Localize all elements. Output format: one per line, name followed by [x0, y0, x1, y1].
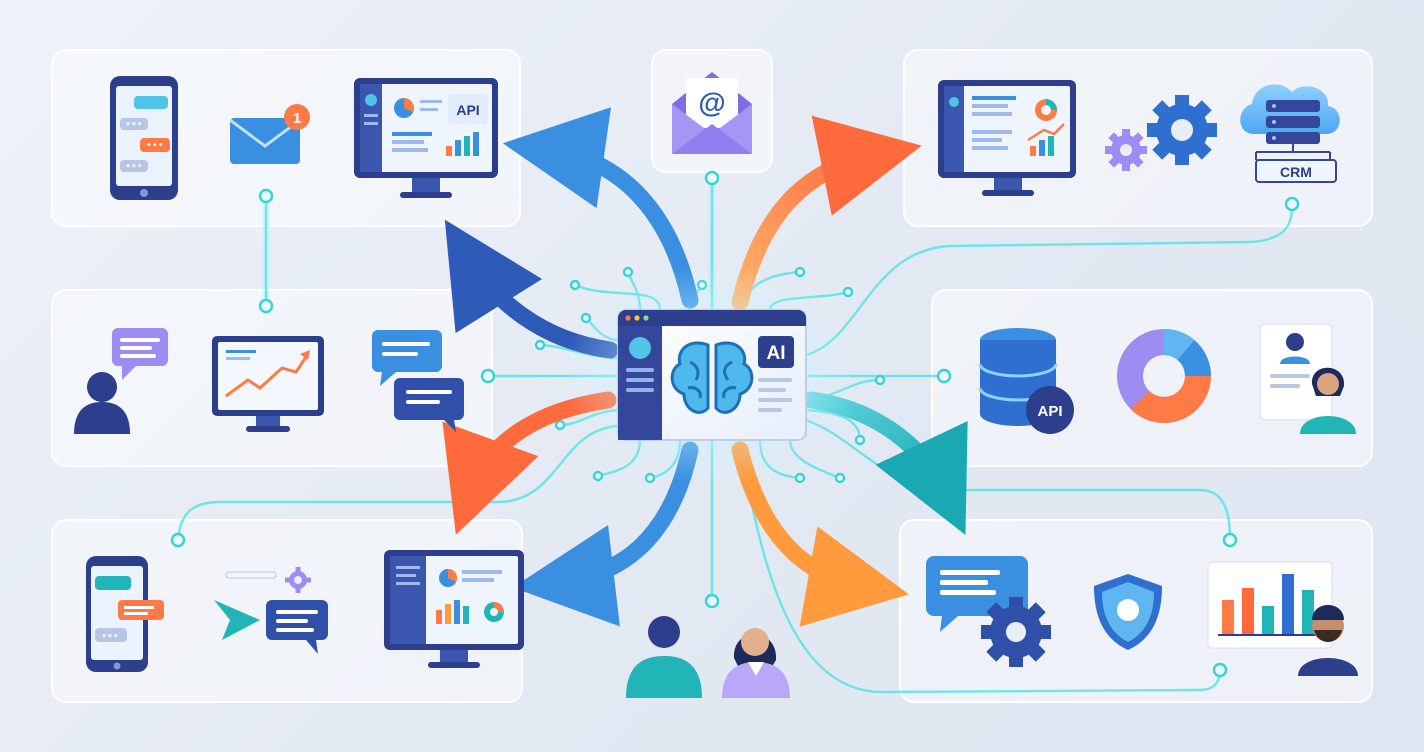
- profile-card-icon: [1259, 323, 1356, 434]
- speech-bubble-purple-icon: [112, 328, 168, 380]
- svg-text:•••: •••: [146, 140, 164, 151]
- chat-bubbles-icon: [372, 330, 464, 432]
- growth-chart-monitor-icon: [212, 336, 324, 432]
- shield-icon: [1094, 574, 1162, 650]
- database-icon: API: [978, 328, 1074, 434]
- monitor-report-icon: [384, 550, 524, 668]
- message-bubble-icon: [266, 600, 328, 654]
- bar-chart-icon: [1207, 561, 1358, 676]
- smartphone-messages-icon: •••: [86, 556, 164, 672]
- center-ai-window: AI: [562, 265, 862, 485]
- monitor-dashboard-icon: API: [354, 78, 498, 198]
- cloud-server-icon: CRM: [1240, 84, 1340, 183]
- wire-center-to-bottom-right-low: [738, 439, 1222, 694]
- support-chat-gear-icon: [926, 556, 1051, 667]
- svg-text:•••: •••: [125, 161, 143, 172]
- svg-text:•••: •••: [125, 119, 143, 130]
- small-gear-icon: [285, 567, 311, 593]
- email-at-icon: @: [672, 72, 752, 154]
- gears-icon: [1105, 95, 1217, 171]
- api-label-database: API: [1037, 403, 1062, 420]
- ai-brain-icon: [670, 341, 754, 414]
- api-label-top-left: API: [456, 102, 479, 118]
- people-icon: [626, 616, 790, 698]
- user-silhouette-icon: [74, 372, 130, 434]
- send-icon: [214, 571, 277, 640]
- crm-label: CRM: [1280, 164, 1312, 180]
- donut-chart-icon: [1117, 328, 1211, 423]
- email-at-symbol: @: [698, 87, 725, 118]
- ai-badge: [758, 336, 794, 368]
- svg-text:•••: •••: [101, 631, 119, 642]
- notification-count: 1: [293, 110, 301, 127]
- monitor-analytics-icon: [938, 80, 1076, 196]
- envelope-notification-icon: 1: [229, 104, 310, 164]
- smartphone-chat-icon: ••• ••• •••: [110, 76, 178, 200]
- ai-badge-label: AI: [767, 343, 786, 364]
